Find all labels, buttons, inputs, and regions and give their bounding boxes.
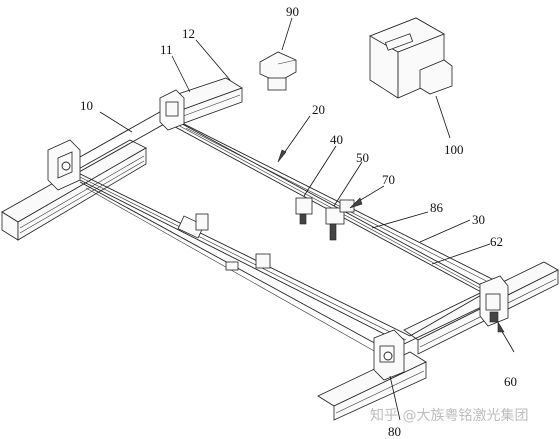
label-12: 12	[182, 26, 195, 41]
label-86: 86	[430, 200, 444, 215]
laser-head-40	[295, 197, 313, 225]
label-10: 10	[80, 98, 93, 113]
label-40: 40	[330, 132, 343, 147]
arrows	[277, 115, 515, 353]
bottom-end-assembly	[373, 329, 405, 381]
part-90	[259, 51, 297, 91]
label-60: 60	[504, 374, 517, 389]
left-end-block	[47, 139, 81, 191]
watermark: 知乎 @大族粤铭激光集团	[370, 407, 528, 424]
top-end-block	[159, 89, 185, 131]
label-80: 80	[388, 424, 401, 439]
label-30: 30	[472, 212, 485, 227]
label-100: 100	[444, 142, 464, 157]
laser-head-50	[325, 199, 355, 241]
middle-carriage	[177, 213, 271, 271]
label-20: 20	[312, 102, 325, 117]
label-70: 70	[382, 172, 395, 187]
label-90: 90	[286, 4, 299, 19]
leader-lines	[99, 17, 491, 421]
part-100	[369, 17, 453, 99]
label-11: 11	[160, 42, 173, 57]
label-50: 50	[356, 150, 369, 165]
right-end-assembly	[479, 275, 509, 327]
label-62: 62	[490, 234, 503, 249]
